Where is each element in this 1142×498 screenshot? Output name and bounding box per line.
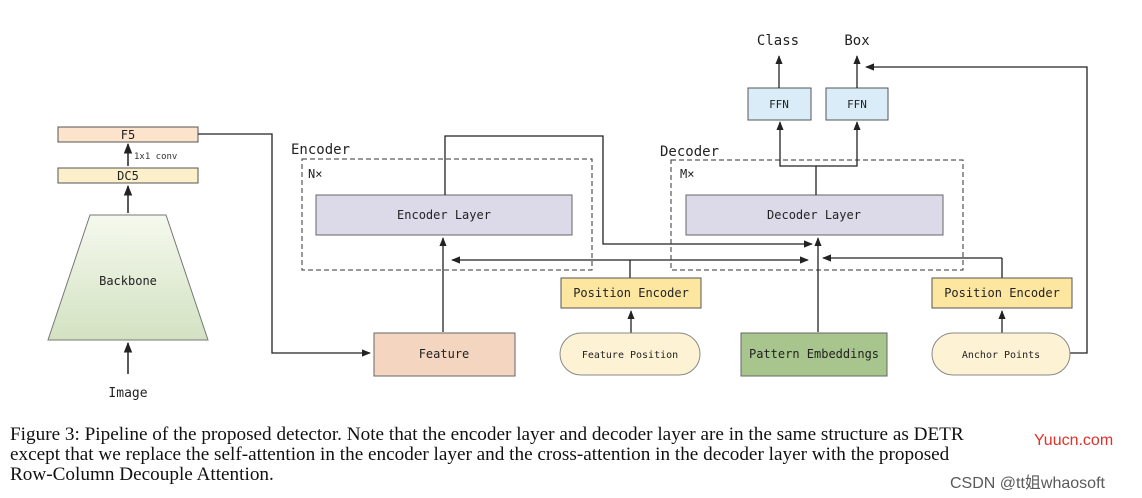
conv-label: 1x1 conv [134, 152, 177, 162]
class-label: Class [757, 33, 799, 49]
dc5-label: DC5 [117, 169, 139, 183]
anchor-points-label: Anchor Points [962, 350, 1040, 361]
box-label: Box [844, 33, 869, 49]
decoder-layer-label: Decoder Layer [767, 208, 861, 222]
backbone-label: Backbone [99, 274, 157, 288]
decoder-repeat-label: M× [680, 167, 694, 181]
backbone-trapezoid: Backbone [47, 214, 209, 341]
feature-position-label: Feature Position [582, 350, 678, 361]
encoder-layer-box: Encoder Layer [315, 194, 573, 236]
feature-box: Feature [373, 332, 516, 377]
position-encoder-1-label: Position Encoder [573, 286, 689, 300]
position-encoder-1-box: Position Encoder [560, 277, 702, 309]
position-encoder-2-box: Position Encoder [931, 277, 1073, 309]
anchor-points-pill: Anchor Points [931, 332, 1071, 376]
figure-caption: Figure 3: Pipeline of the proposed detec… [10, 425, 1132, 485]
ffn-class-box: FFN [747, 87, 812, 121]
watermark-credit: CSDN @tt姐whaosoft [950, 475, 1105, 492]
decoder-to-ffn-class-arrow [776, 121, 817, 195]
encoder-layer-label: Encoder Layer [397, 208, 491, 222]
watermark-site: Yuucn.com [1034, 432, 1114, 450]
caption-line-1: Figure 3: Pipeline of the proposed detec… [10, 424, 964, 445]
caption-line-2: except that we replace the self-attentio… [10, 444, 950, 465]
decoder-layer-box: Decoder Layer [685, 194, 944, 236]
f5-to-feature-arrow [198, 133, 371, 357]
anchor-to-box-arrow [865, 63, 1088, 354]
pattern-embeddings-box: Pattern Embeddings [740, 332, 888, 377]
encoder-dashed-frame [301, 158, 593, 271]
feature-label: Feature [419, 347, 470, 361]
image-label: Image [108, 386, 147, 401]
ffn-box-label: FFN [847, 98, 867, 111]
encoder-title: Encoder [291, 142, 350, 158]
dc5-box: DC5 [57, 167, 199, 184]
ffn-class-label: FFN [769, 98, 789, 111]
encoder-to-decoder-arrow [444, 135, 813, 248]
decoder-dashed-frame [670, 159, 964, 271]
decoder-to-ffn-box-arrow [816, 121, 861, 167]
pattern-embeddings-label: Pattern Embeddings [749, 347, 879, 361]
feature-position-pill: Feature Position [559, 332, 701, 376]
ffn-box-box: FFN [825, 87, 889, 121]
f5-label: F5 [121, 128, 135, 142]
position-encoder-2-label: Position Encoder [944, 286, 1060, 300]
f5-box: F5 [57, 126, 199, 143]
encoder-repeat-label: N× [308, 167, 322, 181]
decoder-title: Decoder [660, 144, 719, 160]
caption-line-3: Row-Column Decouple Attention. [10, 464, 274, 485]
